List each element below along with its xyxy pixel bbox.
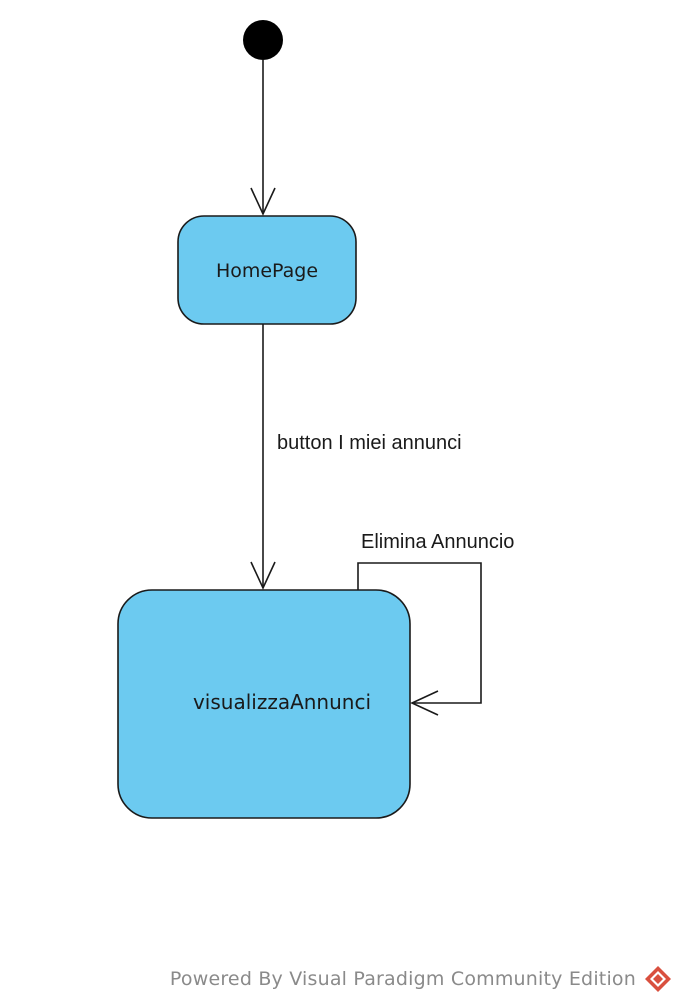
transition-button-label: button I miei annunci — [277, 432, 462, 454]
transition-self-elimina: Elimina Annuncio — [357, 531, 514, 716]
visual-paradigm-logo-icon — [645, 966, 671, 992]
state-homepage-label: HomePage — [216, 260, 318, 282]
transition-initial-to-homepage — [250, 60, 276, 216]
initial-state — [243, 20, 283, 60]
state-homepage-box — [177, 215, 357, 325]
transition-elimina-label: Elimina Annuncio — [361, 531, 514, 553]
transition-homepage-to-visualizza: button I miei annunci — [250, 324, 462, 590]
state-visualizza-box — [117, 589, 411, 819]
state-machine-diagram: HomePage button I miei annunci visualizz… — [117, 20, 514, 819]
state-visualizza-label: visualizzaAnnunci — [193, 690, 371, 714]
state-visualizza-annunci: visualizzaAnnunci — [117, 589, 411, 819]
footer-watermark: Powered By Visual Paradigm Community Edi… — [0, 964, 672, 994]
watermark-text: Powered By Visual Paradigm Community Edi… — [169, 968, 636, 990]
state-homepage: HomePage — [177, 215, 357, 325]
